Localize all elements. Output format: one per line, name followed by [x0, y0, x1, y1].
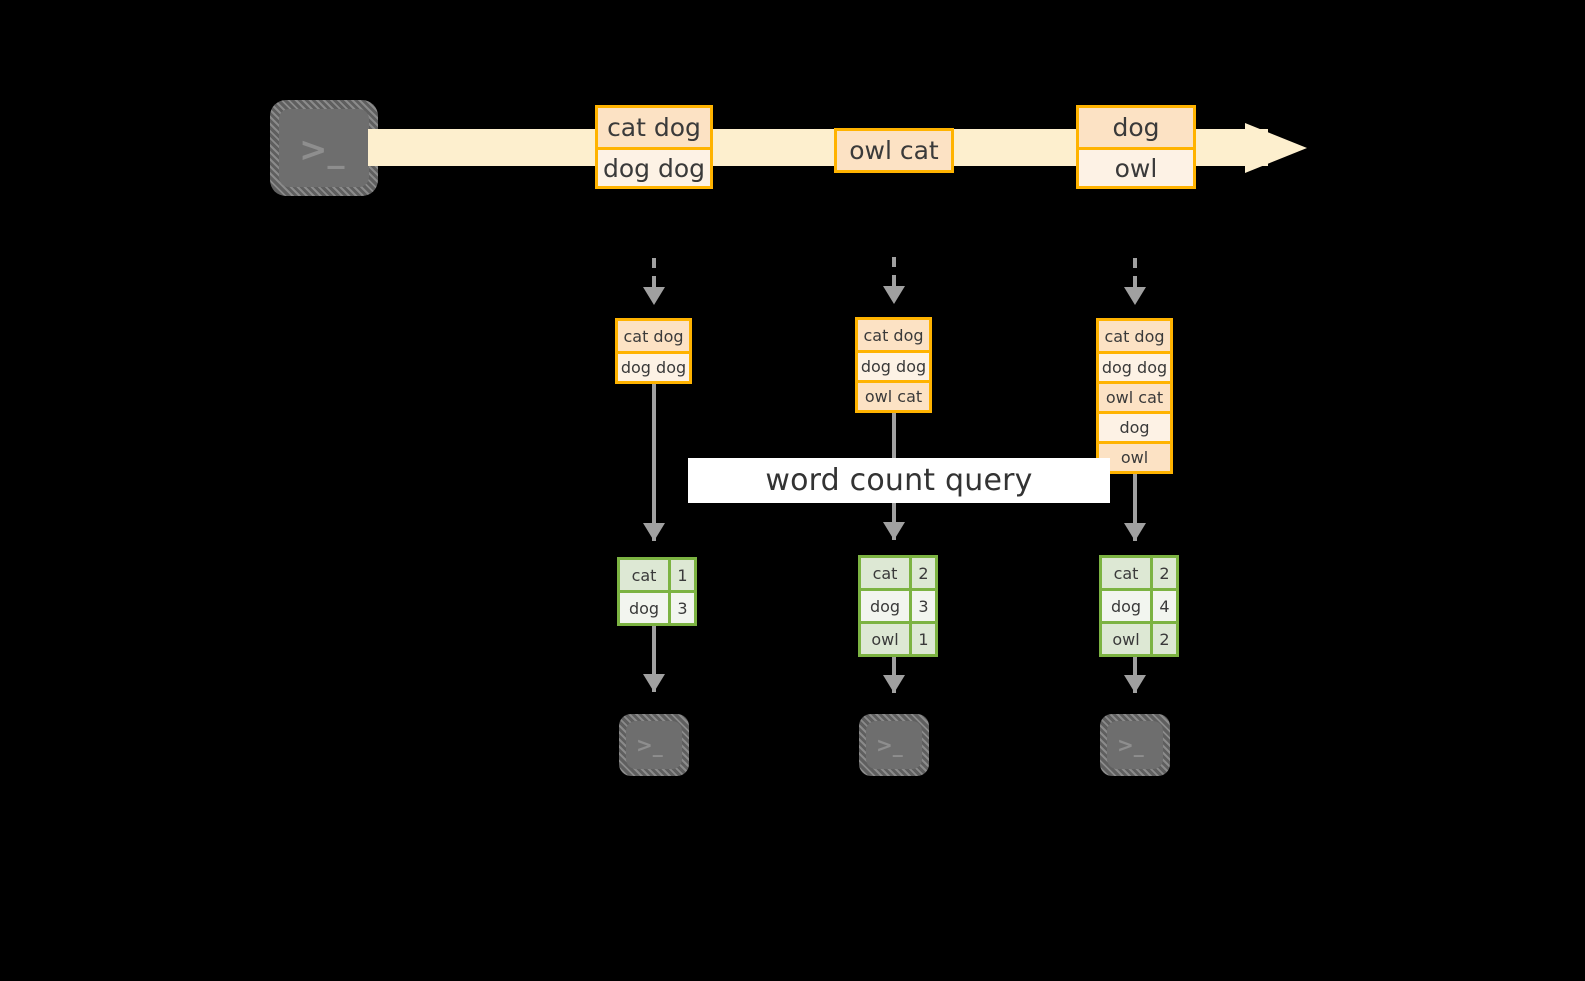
result-word: dog: [620, 593, 668, 623]
table-row: owl 2: [1102, 621, 1176, 654]
result-table: cat 2 dog 3 owl 1: [858, 555, 938, 657]
arrow-head-icon: [1124, 675, 1146, 693]
arrow-line: [652, 381, 656, 541]
arrow-head-icon: [643, 287, 665, 305]
result-count: 2: [1150, 558, 1176, 588]
snapshot-row: cat dog: [1099, 321, 1170, 351]
sink-terminal-icon: >_: [1100, 714, 1170, 776]
result-table: cat 1 dog 3: [617, 557, 697, 626]
stream-event-line: owl cat: [837, 131, 951, 170]
stream-to-snapshot-arrow: [1124, 258, 1146, 323]
snapshot-row: owl: [1099, 441, 1170, 471]
terminal-prompt-glyph: >_: [299, 130, 345, 170]
terminal-prompt-glyph: >_: [876, 733, 903, 757]
snapshot-table: cat dog dog dog owl cat dog owl: [1096, 318, 1173, 474]
arrow-line: [1133, 471, 1137, 541]
arrow-line: [1133, 258, 1137, 305]
snapshot-row: dog dog: [618, 351, 689, 381]
arrow-head-icon: [883, 522, 905, 540]
table-row: dog 4: [1102, 588, 1176, 621]
snapshot-table: cat dog dog dog owl cat: [855, 317, 932, 413]
result-to-sink-arrow: [643, 622, 665, 710]
source-terminal-icon: >_: [270, 100, 378, 196]
result-count: 1: [909, 624, 935, 654]
arrow-head-icon: [883, 675, 905, 693]
result-count: 2: [1150, 624, 1176, 654]
arrow-head-icon: [1124, 523, 1146, 541]
arrow-head-icon: [643, 523, 665, 541]
arrow-line: [892, 651, 896, 693]
result-to-sink-arrow: [1124, 651, 1146, 711]
stream-event-line: dog: [1079, 108, 1193, 147]
table-row: dog 3: [861, 588, 935, 621]
stream-to-snapshot-arrow: [643, 258, 665, 323]
terminal-body: [626, 721, 682, 769]
result-word: owl: [861, 624, 909, 654]
table-row: cat 2: [861, 558, 935, 588]
result-word: dog: [1102, 591, 1150, 621]
arrow-line: [1133, 651, 1137, 693]
event-stream-arrowhead: [1245, 123, 1307, 173]
stream-event-box: owl cat: [834, 128, 954, 173]
sink-terminal-icon: >_: [619, 714, 689, 776]
snapshot-to-result-arrow: [643, 381, 665, 559]
snapshot-row: owl cat: [858, 380, 929, 410]
table-row: cat 2: [1102, 558, 1176, 588]
snapshot-row: dog dog: [1099, 351, 1170, 381]
arrow-line: [892, 257, 896, 304]
result-word: cat: [620, 560, 668, 590]
result-table: cat 2 dog 4 owl 2: [1099, 555, 1179, 657]
snapshot-row: dog dog: [858, 350, 929, 380]
query-label: word count query: [765, 463, 1033, 498]
snapshot-row: cat dog: [858, 320, 929, 350]
arrow-line: [652, 258, 656, 305]
stream-event-line: cat dog: [598, 108, 710, 147]
snapshot-table: cat dog dog dog: [615, 318, 692, 384]
query-label-band: word count query: [688, 458, 1110, 503]
result-count: 4: [1150, 591, 1176, 621]
stream-event-line: owl: [1079, 147, 1193, 186]
result-word: cat: [861, 558, 909, 588]
result-count: 3: [909, 591, 935, 621]
result-word: owl: [1102, 624, 1150, 654]
table-row: cat 1: [620, 560, 694, 590]
result-word: cat: [1102, 558, 1150, 588]
result-word: dog: [861, 591, 909, 621]
arrow-head-icon: [643, 674, 665, 692]
snapshot-row: dog: [1099, 411, 1170, 441]
stream-event-line: dog dog: [598, 147, 710, 186]
snapshot-to-result-arrow: [1124, 471, 1146, 559]
table-row: owl 1: [861, 621, 935, 654]
terminal-prompt-glyph: >_: [636, 733, 663, 757]
stream-to-snapshot-arrow: [883, 257, 905, 322]
result-count: 1: [668, 560, 694, 590]
result-count: 2: [909, 558, 935, 588]
result-count: 3: [668, 593, 694, 623]
stream-event-box: dog owl: [1076, 105, 1196, 189]
result-to-sink-arrow: [883, 651, 905, 711]
snapshot-row: owl cat: [1099, 381, 1170, 411]
arrow-line: [652, 622, 656, 692]
terminal-prompt-glyph: >_: [1117, 733, 1144, 757]
stream-event-box: cat dog dog dog: [595, 105, 713, 189]
table-row: dog 3: [620, 590, 694, 623]
terminal-body: [866, 721, 922, 769]
snapshot-row: cat dog: [618, 321, 689, 351]
terminal-body: [1107, 721, 1163, 769]
arrow-head-icon: [1124, 287, 1146, 305]
sink-terminal-icon: >_: [859, 714, 929, 776]
arrow-head-icon: [883, 286, 905, 304]
terminal-body: [279, 109, 369, 187]
